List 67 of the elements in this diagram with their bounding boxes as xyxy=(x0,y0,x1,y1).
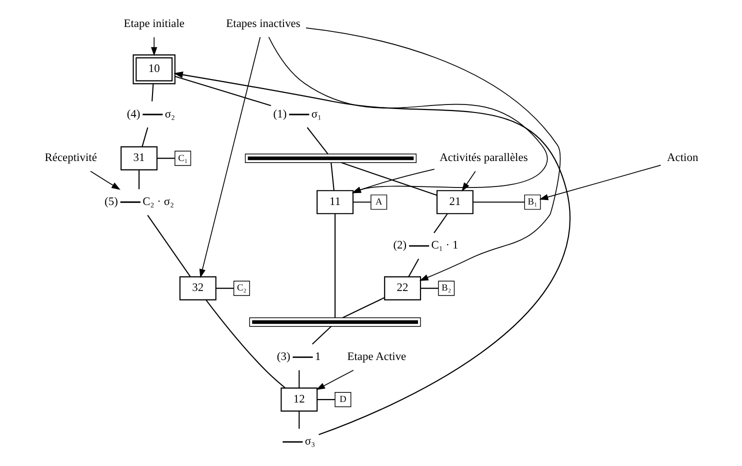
node-bar xyxy=(244,154,416,163)
node-label: (1) xyxy=(272,108,286,120)
connector xyxy=(141,127,148,147)
node-box: A xyxy=(370,194,387,210)
connector xyxy=(151,84,154,102)
node-bar xyxy=(248,317,420,327)
node-text: Activités parallèles xyxy=(439,152,528,164)
connector xyxy=(408,258,419,277)
node-box-text xyxy=(288,114,309,116)
arrow xyxy=(305,28,560,281)
connector xyxy=(146,214,190,277)
connector xyxy=(316,399,334,400)
node-box: D xyxy=(334,392,351,408)
node-label: (2) xyxy=(392,240,406,252)
node-label: 1 xyxy=(314,350,320,363)
connector xyxy=(342,297,384,318)
node-box-text xyxy=(408,245,429,247)
node-box: 31 xyxy=(120,146,158,170)
node-text: Action xyxy=(666,152,698,164)
node-box: C₁ xyxy=(174,150,191,166)
arrow xyxy=(173,72,570,436)
node-box: 21 xyxy=(436,190,473,214)
node-box: 10 xyxy=(132,54,175,84)
connector xyxy=(298,370,300,388)
node-label: (5) xyxy=(104,196,118,208)
node-label: C₂ · σ₂ xyxy=(142,196,174,208)
node-label: σ₃ xyxy=(304,436,315,448)
node-text: Etape initiale xyxy=(123,18,184,30)
arrow xyxy=(538,164,661,200)
node-box: 11 xyxy=(316,190,354,214)
node-box: B₁ xyxy=(524,194,540,210)
node-label: (3) xyxy=(276,350,290,363)
connector xyxy=(216,288,234,289)
node-label: σ₂ xyxy=(164,108,175,120)
connector xyxy=(205,300,286,388)
arrow xyxy=(316,370,354,390)
connector xyxy=(156,158,174,159)
connector xyxy=(334,214,336,318)
node-box: 22 xyxy=(384,276,421,300)
connector xyxy=(340,162,437,196)
arrow xyxy=(90,170,120,190)
arrow xyxy=(150,36,157,56)
connector xyxy=(433,213,448,234)
node-box-text xyxy=(120,201,140,203)
node-box: C₂ xyxy=(232,280,250,296)
connector xyxy=(138,170,140,190)
node-text: Etape Active xyxy=(346,350,406,363)
node-label: σ₁ xyxy=(310,108,322,120)
node-box-text xyxy=(292,356,312,358)
node-box xyxy=(282,441,302,443)
arrow xyxy=(198,36,260,278)
connector xyxy=(352,202,370,203)
connector xyxy=(472,202,524,203)
connector xyxy=(306,127,328,154)
connector xyxy=(420,288,438,289)
node-box: 32 xyxy=(178,276,216,300)
node-box-text xyxy=(142,114,162,116)
node-box: B₂ xyxy=(438,280,454,296)
connector xyxy=(312,326,332,344)
connector xyxy=(174,76,271,106)
node-text: Réceptivité xyxy=(44,152,96,164)
node-box: 12 xyxy=(280,388,318,412)
node-label: C₁ · 1 xyxy=(430,240,458,252)
connector xyxy=(330,162,334,190)
connector xyxy=(298,411,300,429)
node-label: (4) xyxy=(126,108,140,120)
node-text: Etapes inactives xyxy=(226,18,300,30)
